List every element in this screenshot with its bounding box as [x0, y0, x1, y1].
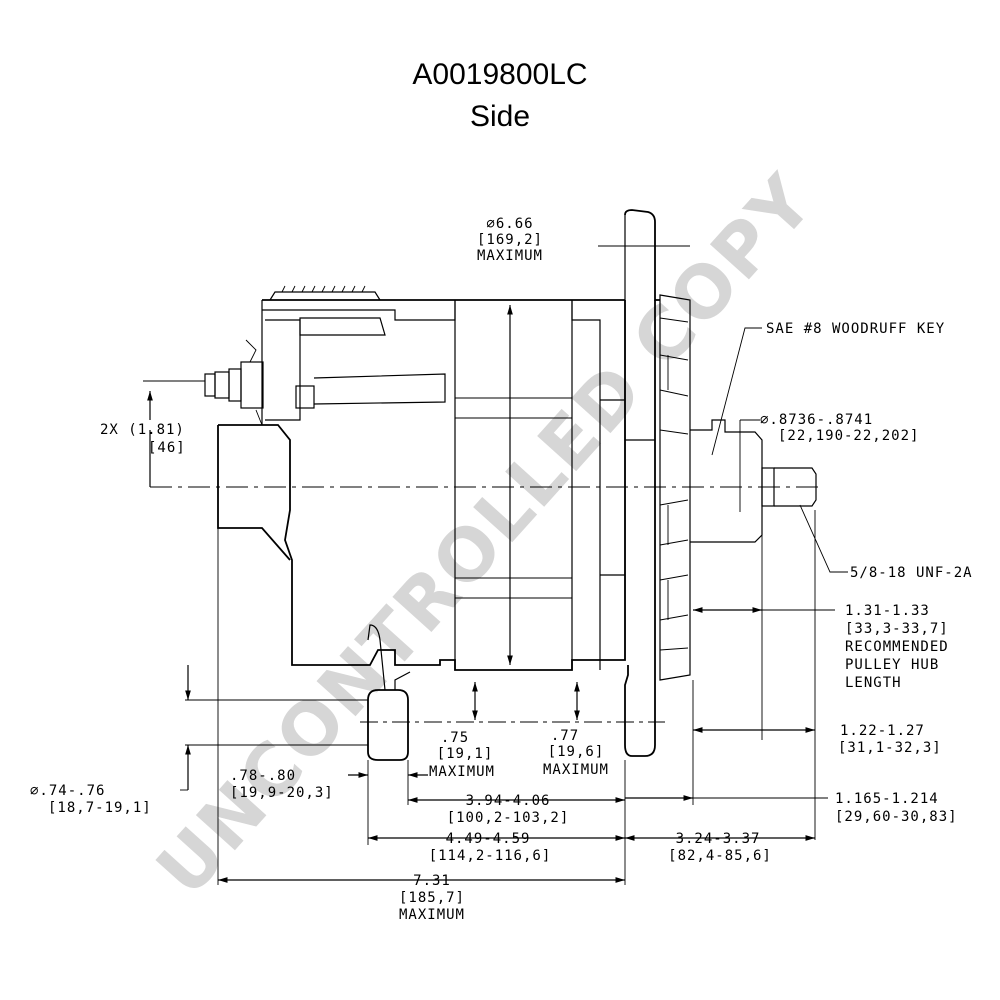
dim-324: 3.24-3.37 — [676, 831, 761, 847]
terminal-stud — [204, 339, 446, 426]
dim-mount-hole-metric: [18,7-19,1] — [48, 800, 152, 816]
dim-1165-metric: [29,60-30,83] — [835, 809, 958, 825]
dim-overall-length-note: MAXIMUM — [399, 907, 465, 923]
dim-diameter-max-note: MAXIMUM — [477, 248, 543, 264]
dim-077: .77 — [551, 728, 579, 744]
dim-1165: 1.165-1.214 — [835, 791, 939, 807]
dimension-lines — [143, 245, 848, 885]
dim-shaft-diameter: ∅.8736-.8741 — [760, 412, 873, 428]
dim-pulley-hub-note2: PULLEY HUB — [845, 657, 939, 673]
drawing-title: A0019800LC — [412, 58, 588, 91]
dimension-labels: ∅6.66 [169,2] MAXIMUM SAE #8 WOODRUFF KE… — [30, 216, 973, 923]
dim-pulley-hub: 1.31-1.33 — [845, 603, 930, 619]
dim-pulley-hub-metric: [33,3-33,7] — [845, 621, 949, 637]
dim-pulley-hub-note3: LENGTH — [845, 675, 902, 691]
dim-overall-length: 7.31 — [413, 873, 451, 889]
dim-mount-hole: ∅.74-.76 — [30, 783, 105, 799]
dim-shaft-diameter-metric: [22,190-22,202] — [778, 428, 919, 444]
dim-078: .78-.80 — [230, 768, 296, 784]
drawing-subtitle: Side — [469, 100, 531, 133]
lower-mount-boss — [367, 624, 411, 761]
front-housing — [624, 209, 660, 757]
alternator-body — [150, 209, 820, 761]
dim-075: .75 — [441, 730, 469, 746]
stator — [454, 300, 625, 670]
dim-449-metric: [114,2-116,6] — [429, 848, 552, 864]
dim-078-metric: [19,9-20,3] — [230, 785, 334, 801]
regulator — [269, 291, 381, 301]
dim-394-metric: [100,2-103,2] — [447, 810, 570, 826]
label-woodruff-key: SAE #8 WOODRUFF KEY — [766, 321, 945, 337]
label-thread: 5/8-18 UNF-2A — [850, 565, 973, 581]
dim-075-metric: [19,1] — [437, 746, 494, 762]
dim-terminal-height: 2X (1.81) — [100, 422, 185, 438]
dim-075-note: MAXIMUM — [429, 764, 495, 780]
dim-077-metric: [19,6] — [548, 744, 605, 760]
fan — [659, 294, 691, 681]
dim-122-metric: [31,1-32,3] — [838, 740, 942, 756]
dim-terminal-height-metric: [46] — [148, 440, 186, 456]
dim-overall-length-metric: [185,7] — [399, 890, 465, 906]
dim-122: 1.22-1.27 — [840, 723, 925, 739]
dim-pulley-hub-note1: RECOMMENDED — [845, 639, 949, 655]
dim-077-note: MAXIMUM — [543, 762, 609, 778]
dim-324-metric: [82,4-85,6] — [668, 848, 772, 864]
dim-diameter-max: ∅6.66 — [486, 216, 533, 232]
dim-diameter-max-metric: [169,2] — [477, 232, 543, 248]
dim-394: 3.94-4.06 — [466, 793, 551, 809]
dim-449: 4.49-4.59 — [446, 831, 531, 847]
